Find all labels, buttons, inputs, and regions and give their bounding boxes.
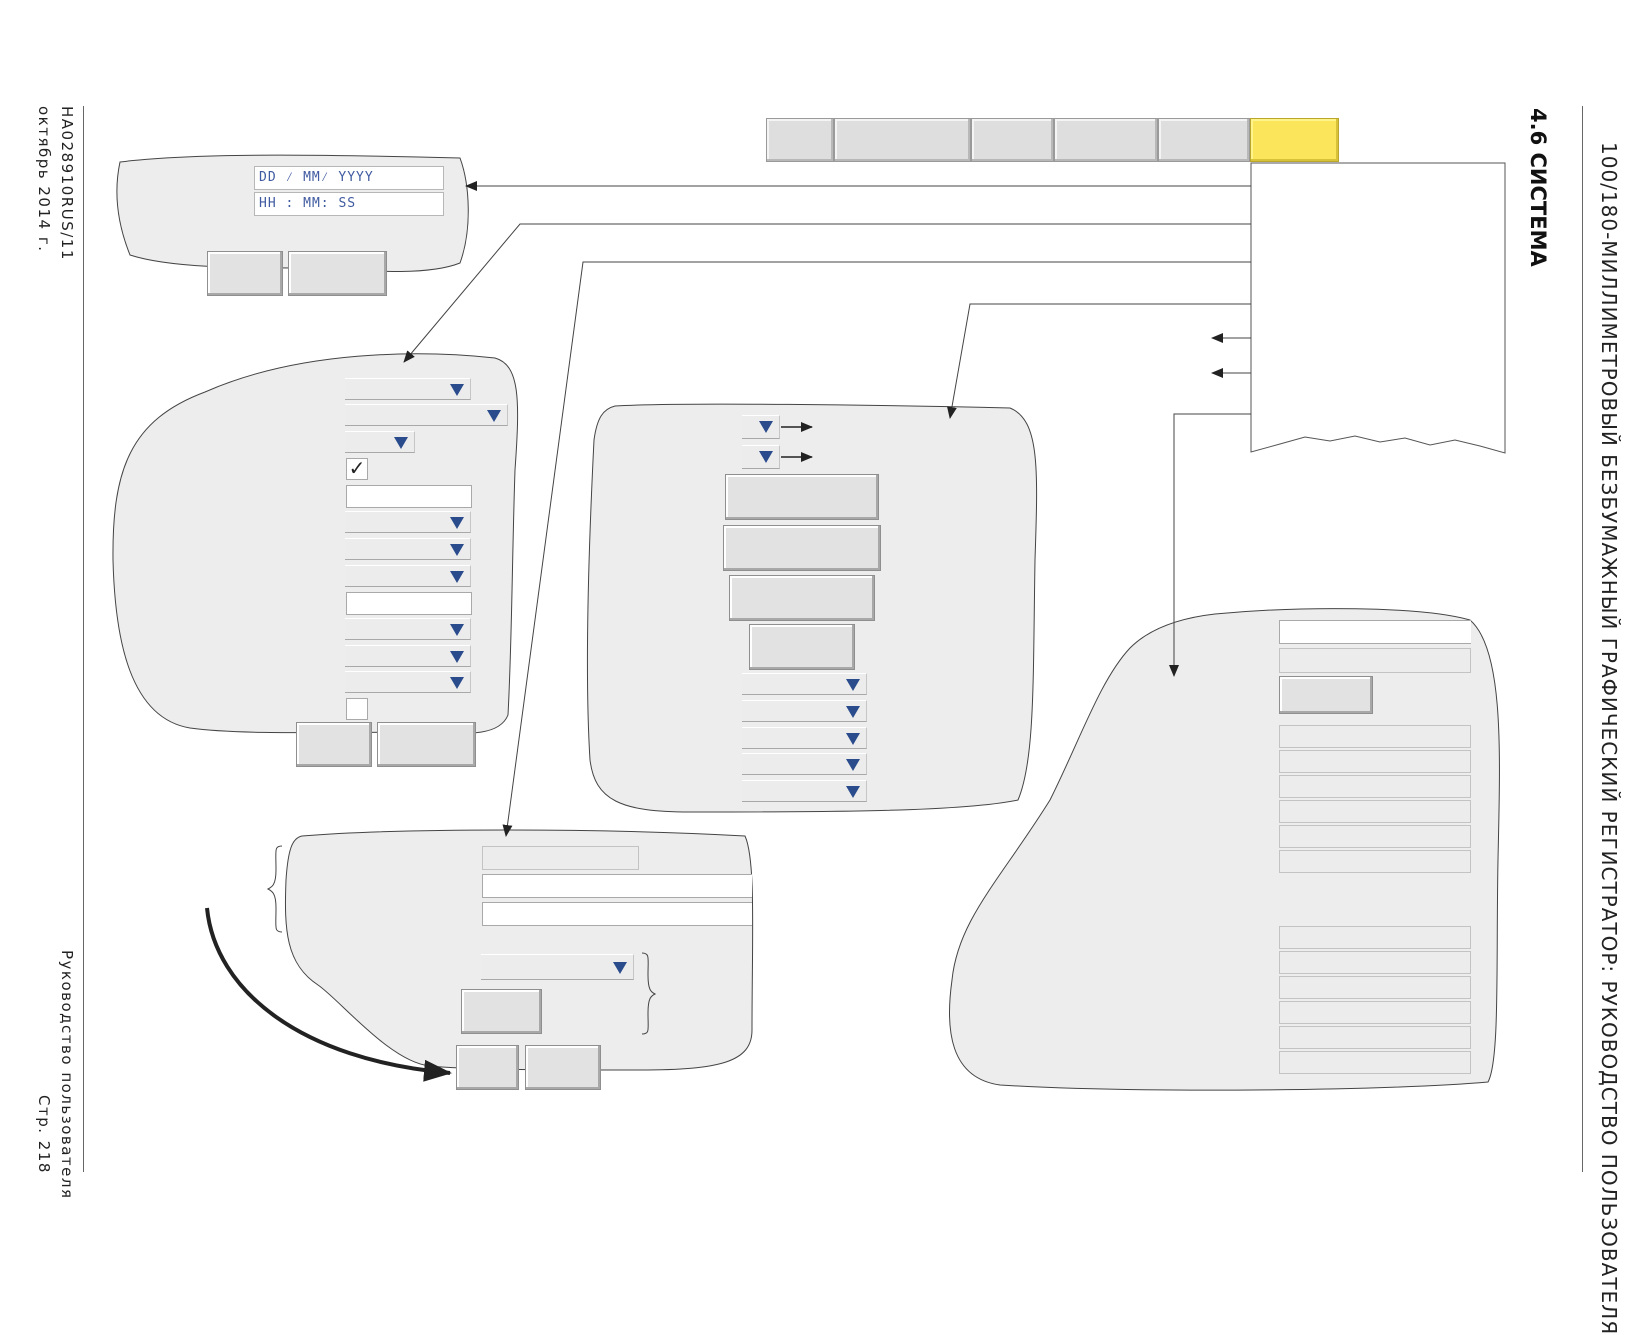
info-row-5 [1279,825,1471,848]
info-row-10 [1279,1001,1471,1024]
date-format-field[interactable]: DD ⁄ MM⁄ YYYY [254,166,444,190]
info-row-3 [1279,775,1471,798]
about-readonly-field [482,846,639,870]
dropdown-arrow-icon [613,962,627,974]
info-row-4 [1279,800,1471,823]
dropdown-arrow-icon [759,421,773,433]
info-field-1[interactable] [1279,620,1471,644]
dropdown-arrow-icon [450,651,464,663]
about-cancel-button[interactable] [525,1045,601,1090]
info-button[interactable] [1279,676,1373,714]
dropdown-arrow-icon [450,624,464,636]
menu-tab-2[interactable] [834,118,971,162]
center-button-3[interactable] [729,575,875,621]
info-row-1 [1279,725,1471,748]
center-button-4[interactable] [749,624,855,670]
dropdown-arrow-icon [450,677,464,689]
time-format-text: HH : MM: SS [259,196,357,211]
time-format-field[interactable]: HH : MM: SS [254,192,444,216]
settings-dropdown-7[interactable] [345,618,471,640]
dropdown-arrow-icon [846,706,860,718]
info-row-8 [1279,951,1471,974]
settings-dropdown-4[interactable] [345,511,471,533]
dropdown-arrow-icon [450,571,464,583]
about-text-field-1[interactable] [482,874,752,898]
dropdown-arrow-icon [759,451,773,463]
settings-checkbox-unchecked[interactable] [346,698,368,720]
info-row-9 [1279,976,1471,999]
settings-dropdown-3[interactable] [345,431,415,453]
about-text-field-2[interactable] [482,902,752,926]
center-button-1[interactable] [725,474,879,520]
settings-checkbox-checked[interactable]: ✓ [346,458,368,480]
info-row-2 [1279,750,1471,773]
dropdown-arrow-icon [450,384,464,396]
center-dropdown-4[interactable] [742,753,867,775]
menu-tab-4[interactable] [1054,118,1158,162]
settings-text-field-1[interactable] [346,485,472,508]
info-row-6 [1279,850,1471,873]
settings-dropdown-2[interactable] [345,404,508,426]
dropdown-arrow-icon [846,679,860,691]
settings-dropdown-8[interactable] [345,645,471,667]
settings-dropdown-6[interactable] [345,565,471,587]
settings-button-2[interactable] [377,722,476,767]
footer-rule [83,106,84,1172]
settings-button-1[interactable] [296,722,372,767]
datetime-button-1[interactable] [207,251,283,296]
center-dropdown-2[interactable] [742,700,867,722]
info-row-12 [1279,1051,1471,1074]
settings-dropdown-9[interactable] [345,671,471,693]
about-button[interactable] [461,989,542,1034]
center-dropdown-1[interactable] [742,673,867,695]
center-dropdown-3[interactable] [742,727,867,749]
menu-tab-system[interactable] [1250,118,1339,162]
menu-tab-1[interactable] [766,118,834,162]
dropdown-arrow-icon [450,517,464,529]
settings-text-field-2[interactable] [346,592,472,615]
header-rule [1582,106,1583,1172]
menu-tab-3[interactable] [971,118,1054,162]
info-field-2 [1279,648,1471,673]
center-dropdown-small-1[interactable] [742,415,780,439]
datetime-button-2[interactable] [288,251,387,296]
dropdown-arrow-icon [846,759,860,771]
dropdown-arrow-icon [846,733,860,745]
dropdown-arrow-icon [487,410,501,422]
center-button-2[interactable] [723,525,881,571]
menu-tab-5[interactable] [1158,118,1250,162]
dropdown-arrow-icon [450,544,464,556]
settings-dropdown-5[interactable] [345,538,471,560]
center-dropdown-small-2[interactable] [742,445,780,469]
center-dropdown-5[interactable] [742,780,867,802]
date-format-text: DD ⁄ MM⁄ YYYY [259,170,374,185]
dropdown-arrow-icon [394,437,408,449]
info-row-7 [1279,926,1471,949]
about-dropdown[interactable] [481,954,634,980]
checkmark-icon: ✓ [348,456,366,480]
info-row-11 [1279,1026,1471,1049]
about-ok-button[interactable] [456,1045,519,1090]
settings-dropdown-1[interactable] [345,378,471,400]
dropdown-arrow-icon [846,786,860,798]
